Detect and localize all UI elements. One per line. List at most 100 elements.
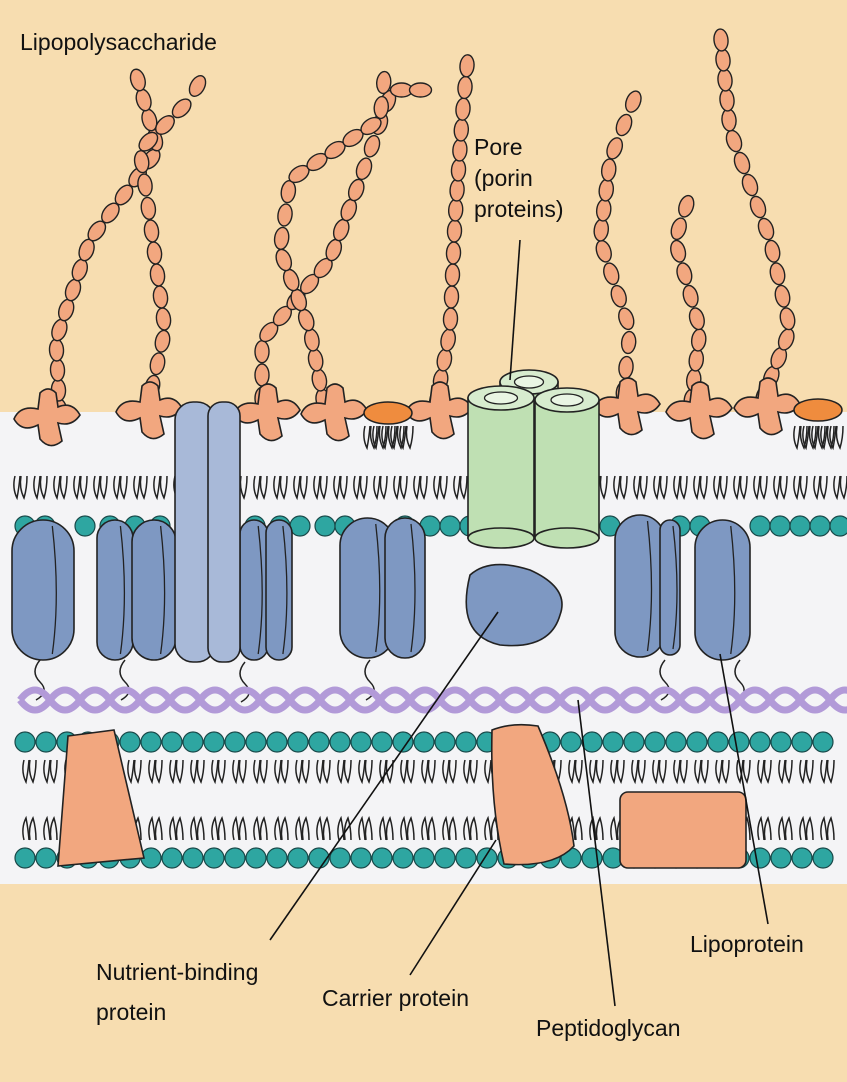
membrane-protein (12, 520, 74, 660)
membrane-protein (266, 520, 292, 660)
lipid-head (246, 848, 266, 868)
lipid-head (770, 516, 790, 536)
lipid-head (750, 848, 770, 868)
sugar-bead (446, 242, 461, 265)
lipid-head (792, 732, 812, 752)
core-oligosaccharide (364, 402, 412, 424)
membrane-transport-protein (620, 792, 746, 868)
sugar-bead (447, 220, 462, 243)
porin-cylinder-base (468, 528, 534, 548)
lipid-head (183, 732, 203, 752)
lipid-head (750, 516, 770, 536)
lipopolysaccharide-label: Lipopolysaccharide (20, 28, 217, 56)
porin-channel (551, 394, 583, 406)
membrane-protein (385, 518, 425, 658)
porin-cylinder (468, 398, 534, 538)
lipid-head (183, 848, 203, 868)
porin-complex (468, 370, 599, 548)
lipid-head (204, 848, 224, 868)
sugar-bead (49, 339, 64, 362)
lipid-head (288, 848, 308, 868)
lipid-head (225, 732, 245, 752)
lipid-head (351, 732, 371, 752)
sugar-bead (444, 286, 459, 309)
lipid-head (162, 848, 182, 868)
lipid-head (290, 516, 310, 536)
membrane-protein (97, 520, 133, 660)
lipid-head (582, 732, 602, 752)
lipid-head (771, 732, 791, 752)
sugar-bead (445, 264, 460, 287)
nutrient-binding-protein-label: Nutrient-binding protein (96, 952, 258, 1032)
lipid-head (309, 848, 329, 868)
lipid-head (708, 732, 728, 752)
porin-channel (485, 392, 518, 404)
lipid-head (267, 848, 287, 868)
lipid-head (225, 848, 245, 868)
sugar-bead (255, 364, 269, 386)
lipid-head (792, 848, 812, 868)
lipid-head (330, 732, 350, 752)
lipid-head (582, 848, 602, 868)
lipid-head (830, 516, 847, 536)
lipid-head (15, 732, 35, 752)
lipid-head (624, 732, 644, 752)
pore-label: Pore (porin proteins) (474, 132, 563, 225)
peptidoglycan-label: Peptidoglycan (536, 1014, 681, 1042)
lipid-head (456, 732, 476, 752)
lipid-head (372, 848, 392, 868)
lipid-head (561, 732, 581, 752)
lipid-head (204, 732, 224, 752)
lipid-head (15, 848, 35, 868)
lipid-head (645, 732, 665, 752)
sugar-bead (443, 308, 458, 331)
sugar-bead (50, 359, 65, 382)
lipid-head (267, 732, 287, 752)
transmembrane-protein (208, 402, 240, 662)
core-oligosaccharide (794, 399, 842, 421)
lipid-head (75, 516, 95, 536)
lipid-head (36, 732, 56, 752)
lipid-head (36, 848, 56, 868)
lipid-head (790, 516, 810, 536)
lipid-head (141, 732, 161, 752)
lipid-head (687, 732, 707, 752)
lipid-head (414, 732, 434, 752)
carrier-protein-label: Carrier protein (322, 984, 469, 1012)
lipid-head (666, 732, 686, 752)
lipid-head (246, 732, 266, 752)
lipid-head (315, 516, 335, 536)
membrane-protein (240, 520, 268, 660)
lipid-head (729, 732, 749, 752)
lipid-head (414, 848, 434, 868)
porin-channel (515, 376, 544, 388)
lipid-head (435, 848, 455, 868)
lipid-head (771, 848, 791, 868)
membrane-protein (695, 520, 750, 660)
lipid-head (309, 732, 329, 752)
lipid-head (435, 732, 455, 752)
lipid-head (120, 732, 140, 752)
lipid-head (813, 732, 833, 752)
lipid-head (288, 732, 308, 752)
lipid-head (750, 732, 770, 752)
lipid-head (351, 848, 371, 868)
lipid-head (162, 732, 182, 752)
sugar-bead (255, 341, 269, 363)
lipid-head (393, 848, 413, 868)
lipid-head (813, 848, 833, 868)
lipid-head (603, 732, 623, 752)
membrane-protein (615, 515, 665, 657)
porin-cylinder-base (535, 528, 599, 548)
lipid-head (372, 732, 392, 752)
membrane-protein (132, 520, 176, 660)
lipoprotein-label: Lipoprotein (690, 930, 804, 958)
lipid-head (810, 516, 830, 536)
porin-cylinder (535, 400, 599, 538)
sugar-bead (410, 83, 432, 97)
lipid-head (456, 848, 476, 868)
lipid-head (440, 516, 460, 536)
lipid-head (330, 848, 350, 868)
